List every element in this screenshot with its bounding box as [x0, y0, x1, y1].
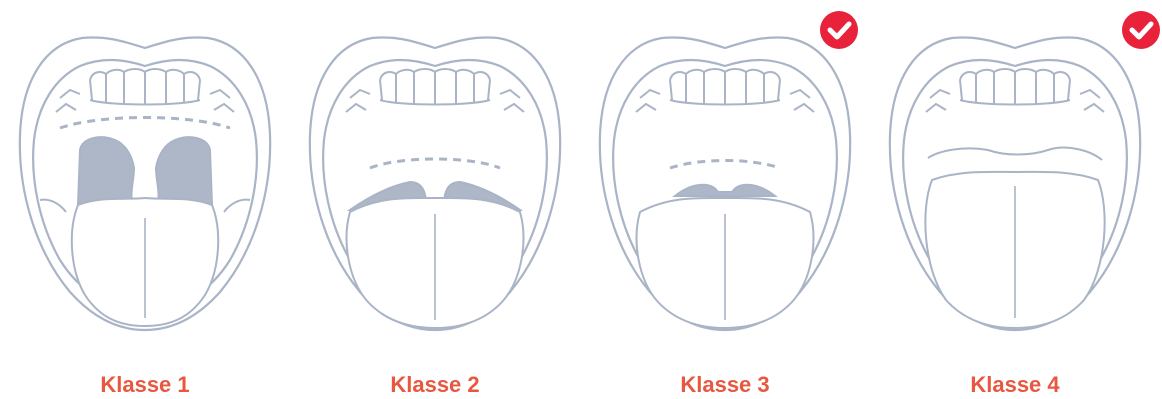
- mouth-class-3-icon: [580, 0, 870, 340]
- mouth-class-2-icon: [290, 0, 580, 340]
- check-icon: [1122, 11, 1160, 49]
- check-icon: [820, 11, 858, 49]
- class-1-label: Klasse 1: [0, 372, 290, 398]
- class-2-label: Klasse 2: [290, 372, 580, 398]
- class-3-label: Klasse 3: [580, 372, 870, 398]
- class-4-label: Klasse 4: [870, 372, 1160, 398]
- class-4-panel: Klasse 4: [870, 0, 1160, 399]
- class-1-panel: Klasse 1: [0, 0, 290, 399]
- mouth-class-1-icon: [0, 0, 290, 340]
- class-3-panel: Klasse 3: [580, 0, 870, 399]
- mouth-class-4-icon: [870, 0, 1160, 340]
- class-2-panel: Klasse 2: [290, 0, 580, 399]
